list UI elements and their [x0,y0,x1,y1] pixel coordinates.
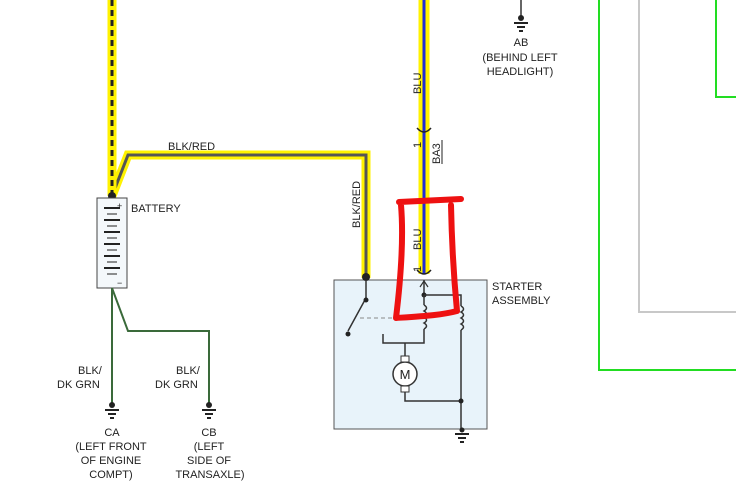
green-frame-outer [598,0,736,371]
motor-label: M [400,367,411,382]
ground-icon-ca [105,402,119,419]
blk-red-label-side: BLK/RED [351,181,363,228]
ground-cb-id: CB [201,427,216,439]
ground-junction-dot [458,398,464,404]
ground-ca-desc1: (LEFT FRONT [75,441,147,453]
ground-cb-desc2: SIDE OF [187,455,231,467]
ground-ab-desc2: HEADLIGHT) [487,66,554,78]
ground-ab-desc1: (BEHIND LEFT [482,52,557,64]
solenoid-link-wire [424,294,462,306]
blk-red-wire [110,153,368,278]
hold-in-coil [459,305,465,331]
motor-brush-top [400,355,410,363]
battery-minus: − [117,278,122,288]
starter-assembly-box [333,279,488,430]
ground-ca-desc2: OF ENGINE [81,455,142,467]
motor-brush-bottom [400,385,410,393]
wire-cb-color-2: DK GRN [155,379,198,391]
battery-label: BATTERY [131,203,181,215]
wire-cb-color-1: BLK/ [176,365,201,377]
switch-contact [347,297,367,332]
ground-wire-cb [111,287,210,404]
gray-frame [638,0,736,313]
ground-ab-id: AB [514,37,529,49]
pull-in-coil-lead-bottom [382,329,425,344]
starter-label-1: STARTER [492,281,542,293]
pin-label-top: 1 [412,142,424,148]
switch-dot-top [363,297,369,303]
red-annotation-mark [393,196,464,321]
connector-starter-mark [416,269,432,275]
ground-ca-desc3: COMPT) [89,469,132,481]
battery-plus: + [117,201,122,211]
connector-ba3-mark [416,127,432,133]
wire-ca-color-2: DK GRN [57,379,100,391]
ground-icon-starter [455,427,469,443]
switch-dot-bottom [345,331,351,337]
solenoid-arrow [419,279,429,288]
ground-icon-ab [514,15,528,32]
motor-ground-wire [404,392,461,402]
blu-label-lower: BLU [412,229,424,250]
blu-label-top: BLU [412,73,424,94]
green-frame-inner [715,0,736,98]
ground-cb-desc1: (LEFT [194,441,225,453]
starter-input-dot [362,273,370,281]
battery-symbol [96,197,128,289]
ground-icon-cb [202,402,216,419]
ground-cb-desc3: TRANSAXLE) [175,469,244,481]
wire-ca-color-1: BLK/ [78,365,103,377]
blk-red-label-top: BLK/RED [168,141,215,153]
connector-ba3-label: BA3 [431,143,443,164]
pin-label-lower: 1 [412,266,424,272]
starter-label-2: ASSEMBLY [492,295,551,307]
blk-red-wire-highlight [107,150,371,278]
ground-ca-id: CA [104,427,120,439]
